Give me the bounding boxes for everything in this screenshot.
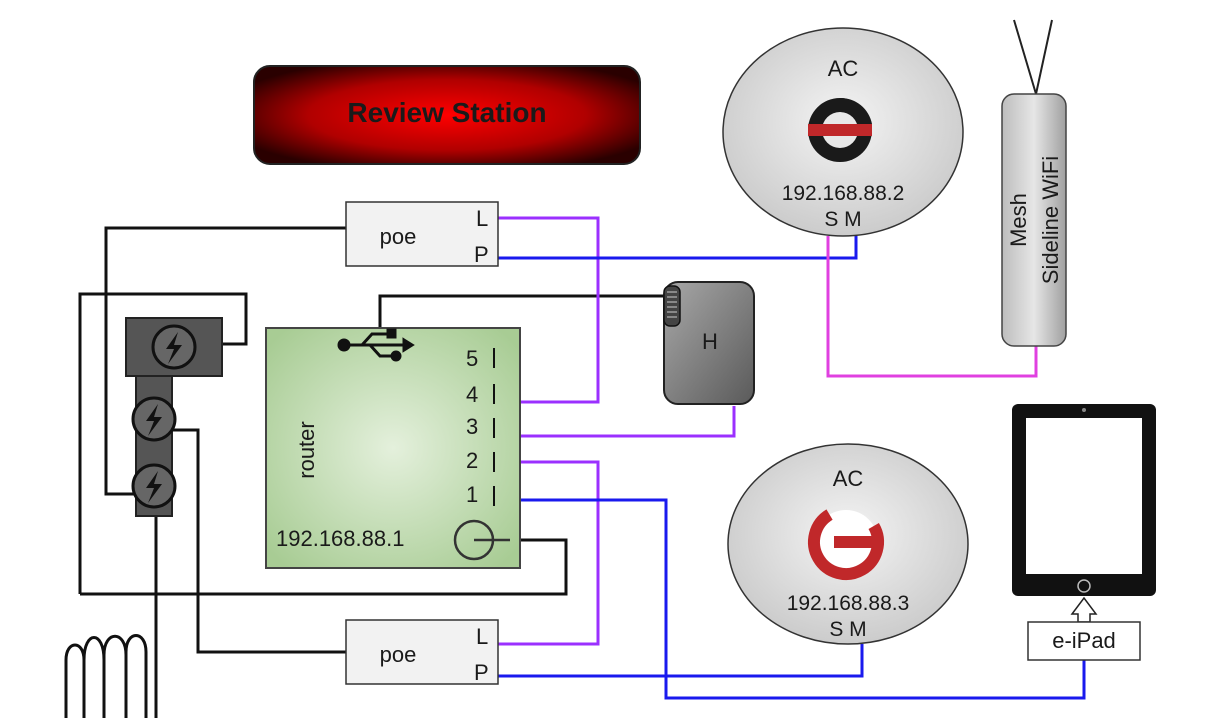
black-power-cables xyxy=(78,226,666,718)
router-port-4: 4 xyxy=(466,382,478,407)
mesh-label-line1: Mesh xyxy=(1006,193,1031,247)
ac-logo-icon xyxy=(808,504,884,580)
poe-bottom-port-l: L xyxy=(476,624,488,649)
router-port-1: 1 xyxy=(466,482,478,507)
poe-bottom: poe L P xyxy=(345,619,499,685)
ac-top-ip: 192.168.88.2 xyxy=(782,182,905,205)
router-ports: 5 4 3 2 1 xyxy=(466,346,495,507)
ac-bottom-ports: S M xyxy=(829,618,866,641)
ac-bottom-label: AC xyxy=(833,466,864,491)
hub-label: H xyxy=(702,329,718,354)
power-bolt-icon xyxy=(131,463,177,509)
power-bolt-icon xyxy=(151,324,197,370)
router-port-3: 3 xyxy=(466,414,478,439)
ac-top-label: AC xyxy=(828,56,859,81)
antenna-icon xyxy=(1013,19,1053,95)
home-button-icon xyxy=(1077,579,1091,593)
magenta-cable xyxy=(826,236,1038,378)
power-strip xyxy=(125,317,223,517)
coil-cable xyxy=(64,634,148,718)
router-label: router xyxy=(294,421,319,478)
hub: H xyxy=(663,281,755,405)
poe-top-port-p: P xyxy=(474,242,489,267)
ac-bottom: AC 192.168.88.3 S M xyxy=(727,443,969,645)
mesh-sideline-wifi: Mesh Sideline WiFi xyxy=(1001,19,1067,347)
poe-bottom-port-p: P xyxy=(474,660,489,685)
banner-title: Review Station xyxy=(347,97,546,128)
router-port-2: 2 xyxy=(466,448,478,473)
poe-top-port-l: L xyxy=(476,206,488,231)
ipad: e-iPad xyxy=(1012,404,1156,661)
blue-cables xyxy=(498,236,1086,700)
poe-bottom-label: poe xyxy=(380,642,417,667)
ac-top-ports: S M xyxy=(824,208,861,231)
usb-icon xyxy=(337,328,415,362)
ipad-label: e-iPad xyxy=(1052,628,1116,653)
ac-top: AC 192.168.88.2 S M xyxy=(722,27,964,237)
purple-cables xyxy=(498,216,736,646)
review-station-banner: Review Station xyxy=(253,65,641,165)
router-ip: 192.168.88.1 xyxy=(276,526,404,551)
router: router 192.168.88.1 5 4 3 2 1 xyxy=(265,327,521,569)
ac-bottom-ip: 192.168.88.3 xyxy=(787,592,910,615)
router-port-5: 5 xyxy=(466,346,478,371)
ac-logo-icon xyxy=(808,97,872,162)
poe-top: poe L P xyxy=(345,201,499,267)
power-bolt-icon xyxy=(131,396,177,442)
poe-top-label: poe xyxy=(380,224,417,249)
power-button-icon xyxy=(453,519,510,561)
mesh-label-line2: Sideline WiFi xyxy=(1038,156,1063,284)
